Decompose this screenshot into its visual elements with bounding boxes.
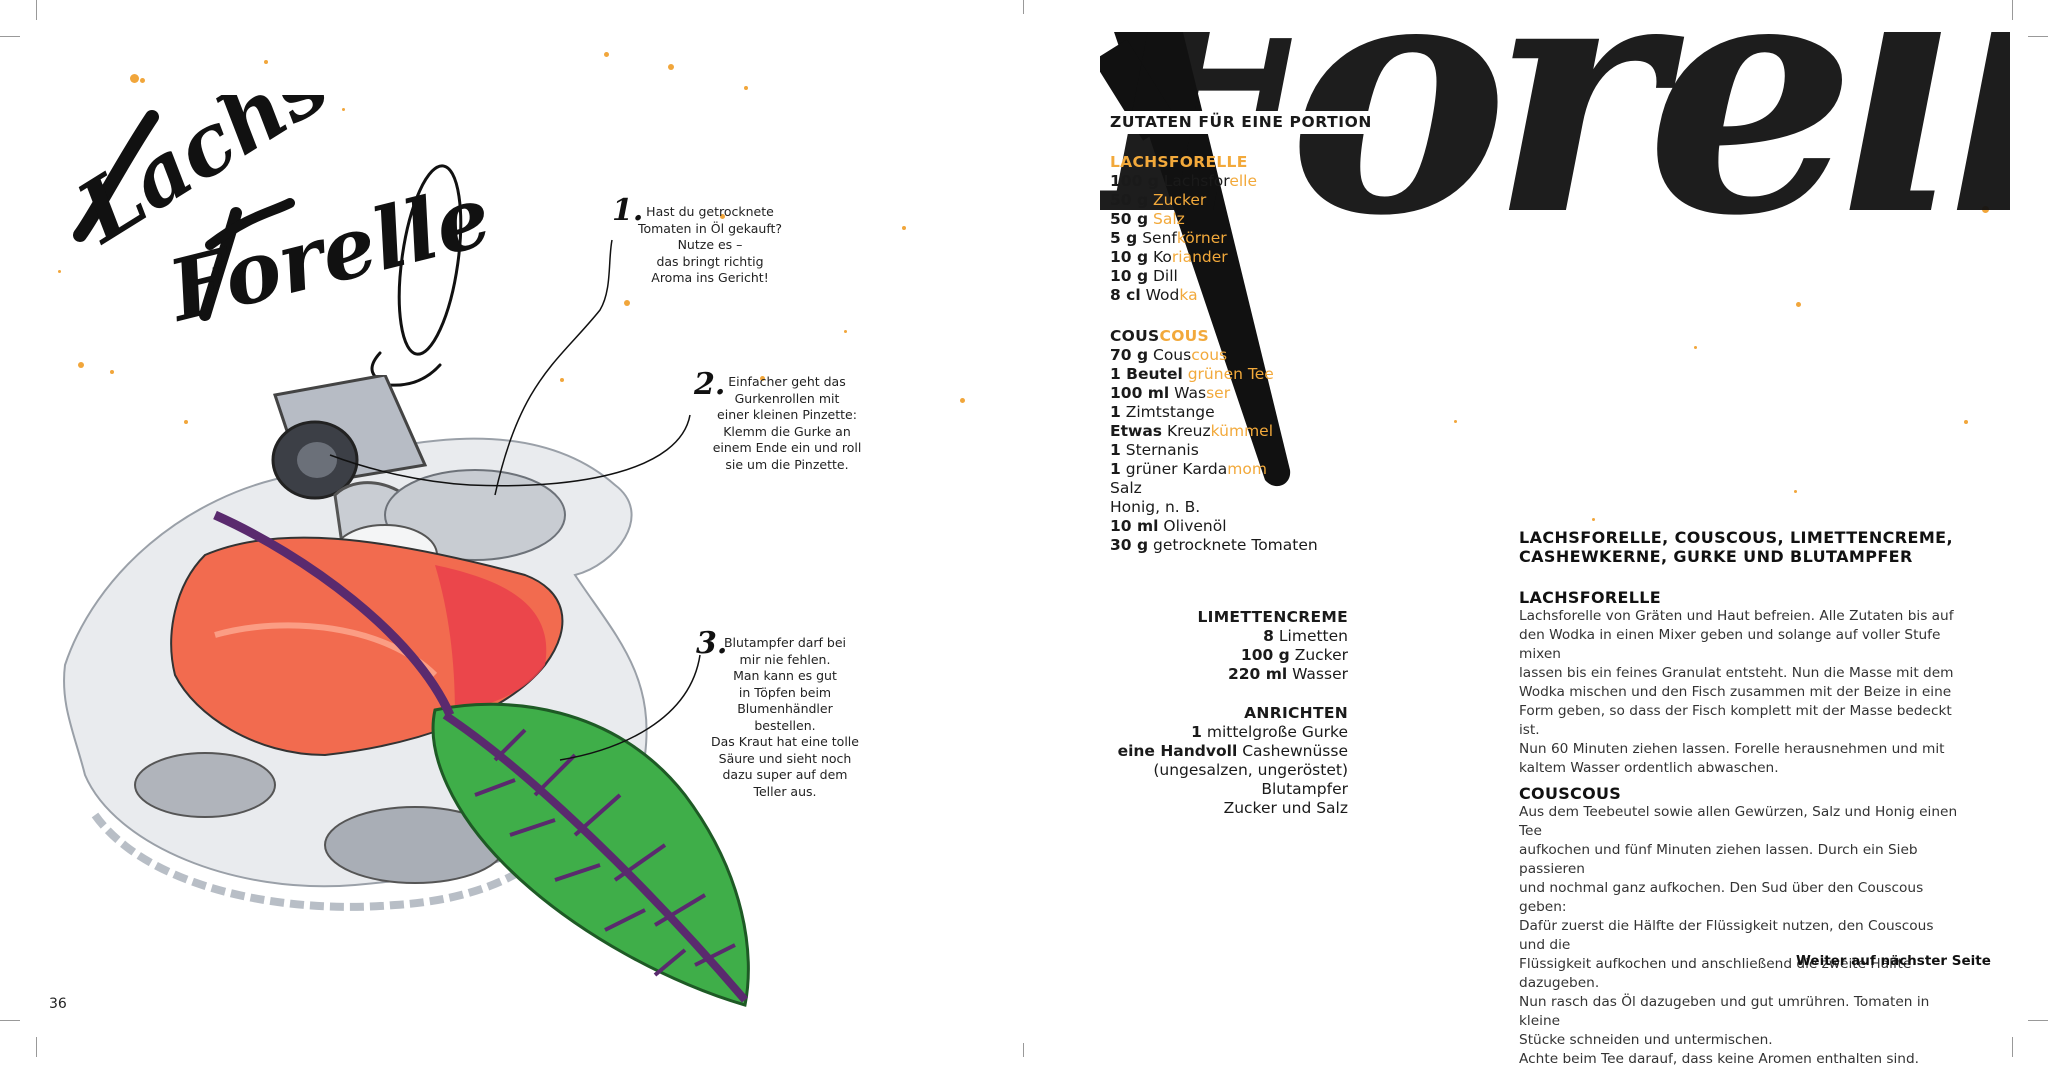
- crop-mark: [1023, 0, 1024, 14]
- crop-mark: [36, 0, 37, 20]
- continue-link[interactable]: Weiter auf nächster Seite: [1796, 953, 1991, 969]
- note-3-number: 3.: [696, 626, 728, 661]
- crop-mark: [1023, 1043, 1024, 1057]
- note-1-number: 1.: [612, 193, 644, 228]
- note-1-text: Hast du getrocknete Tomaten in Öl gekauf…: [637, 204, 783, 285]
- crop-mark: [36, 1037, 37, 1057]
- note-leader-lines: [329, 239, 701, 761]
- crop-mark: [0, 1020, 20, 1021]
- limettencreme-list: LIMETTENCREME 8 Limetten 100 g Zucker 22…: [1197, 608, 1348, 683]
- limettencreme-heading: LIMETTENCREME: [1197, 608, 1348, 626]
- page-number: 36: [49, 996, 67, 1012]
- crop-mark: [2012, 0, 2013, 20]
- title-script-lachs-forelle: Lachs Forelle: [60, 95, 500, 387]
- bg-script-text: Forelle: [1100, 30, 2010, 288]
- instructions-couscous-heading: COUSCOUS: [1519, 784, 1622, 803]
- left-page: Lachs Forelle: [0, 0, 1024, 1057]
- instructions-lachsforelle-heading: LACHSFORELLE: [1519, 588, 1661, 607]
- crop-mark: [2012, 1037, 2013, 1057]
- note-2-number: 2.: [694, 367, 726, 402]
- ingredients-list: ZUTATEN FÜR EINE PORTION LACHSFORELLE 10…: [1110, 111, 1376, 555]
- instructions-lachsforelle-text: Lachsforelle von Gräten und Haut befreie…: [1519, 608, 1954, 776]
- note-2-text: Einfacher geht das Gurkenrollen mit eine…: [712, 374, 862, 472]
- instructions-couscous-text: Aus dem Teebeutel sowie allen Gewürzen, …: [1519, 804, 1958, 1067]
- couscous-heading: COUSCOUS: [1110, 327, 1210, 345]
- crop-mark: [0, 36, 20, 37]
- ingredients-heading: ZUTATEN FÜR EINE PORTION: [1110, 111, 1376, 134]
- lachsforelle-heading: LACHSFORELLE: [1110, 153, 1248, 171]
- recipe-title: LACHSFORELLE, COUSCOUS, LIMETTENCREME, C…: [1519, 528, 1953, 566]
- lachsforelle-items: 100 g Lachsforelle 50 g Zucker 50 g Salz…: [1110, 172, 1258, 304]
- note-3-text: Blutampfer darf bei mir nie fehlen. Man …: [711, 635, 859, 799]
- crop-mark: [2028, 36, 2048, 37]
- crop-mark: [2028, 1020, 2048, 1021]
- couscous-items: 70 g Couscous 1 Beutel grünen Tee 100 ml…: [1110, 346, 1318, 554]
- anrichten-heading: ANRICHTEN: [1244, 704, 1348, 722]
- recipe-instructions: LACHSFORELLE, COUSCOUS, LIMETTENCREME, C…: [1519, 528, 1959, 1069]
- background-script-forelle: Forelle: [1100, 30, 2010, 487]
- anrichten-list: ANRICHTEN 1 mittelgroße Gurke eine Handv…: [1117, 704, 1348, 817]
- trout-dish-illustration: [63, 375, 750, 1007]
